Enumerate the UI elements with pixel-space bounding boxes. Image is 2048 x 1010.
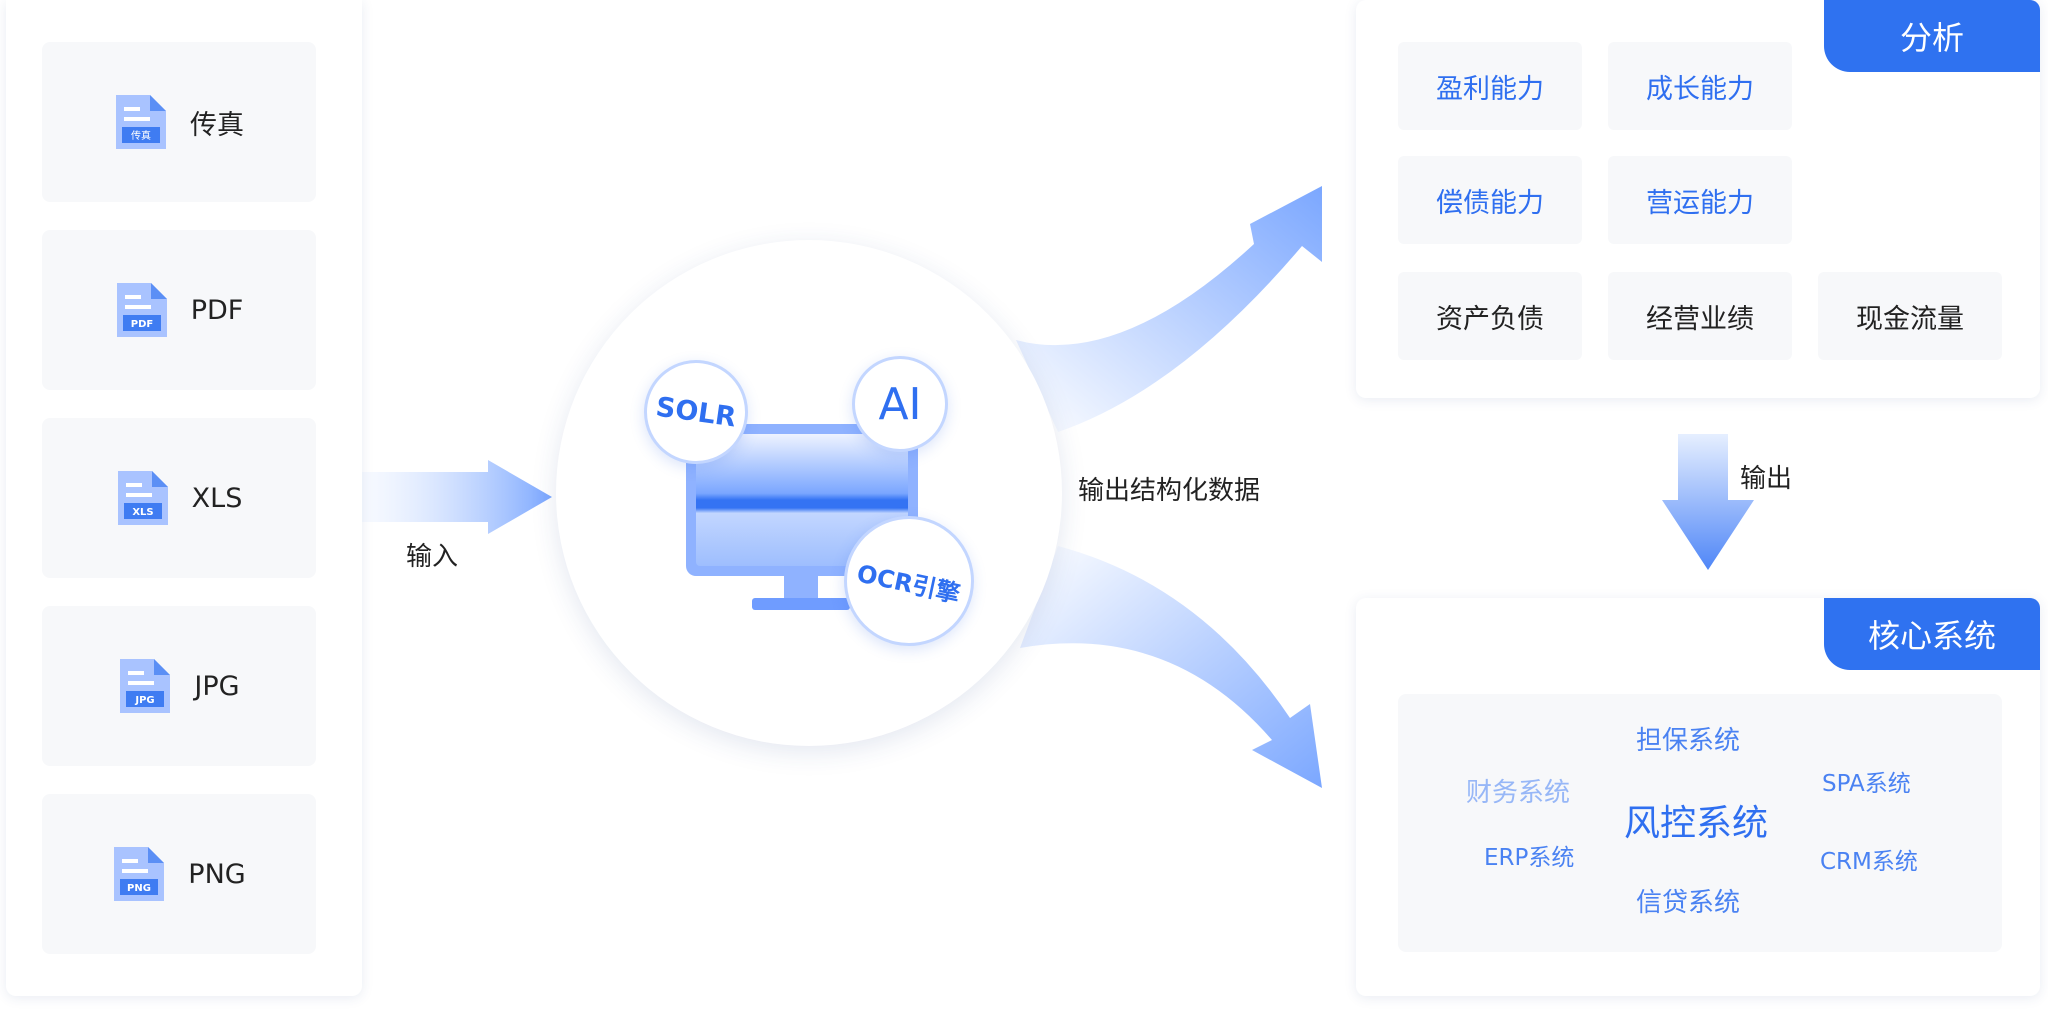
system-crm: CRM系统 [1820,849,1918,875]
system-risk-control: 风控系统 [1624,803,1769,844]
engine-circle [556,240,1062,746]
system-finance: 财务系统 [1466,778,1571,808]
file-item-xls: XLS XLS [42,418,316,578]
lower-output-arrow [1020,546,1322,788]
metric-assets-liabilities: 资产负债 [1398,272,1582,360]
svg-text:PNG: PNG [127,883,151,894]
output-structured-data-label: 输出结构化数据 [1078,476,1261,506]
xls-file-icon: XLS [117,471,168,525]
file-label-jpg: JPG [194,670,240,702]
system-credit: 信贷系统 [1636,888,1741,918]
svg-text:JPG: JPG [135,695,155,706]
file-item-png: PNG PNG [42,794,316,954]
file-label-pdf: PDF [190,294,244,326]
file-label-xls: XLS [191,482,243,514]
system-spa: SPA系统 [1822,771,1911,797]
png-file-icon: PNG [114,847,165,901]
output-down-arrow [1662,434,1754,570]
fax-file-icon: 传真 [116,95,166,149]
file-label-png: PNG [188,858,246,890]
core-systems-title: 核心系统 [1824,598,2040,670]
input-arrow [362,460,552,534]
pdf-file-icon: PDF [116,283,167,337]
input-label: 输入 [406,542,459,572]
metric-operations: 营运能力 [1608,156,1792,244]
file-item-fax: 传真 传真 [42,42,316,202]
file-item-pdf: PDF PDF [42,230,316,390]
core-systems-cloud [1398,694,2002,952]
analysis-title: 分析 [1824,0,2040,72]
metric-growth: 成长能力 [1608,42,1792,130]
svg-text:传真: 传真 [131,129,151,142]
upper-output-arrow [1016,186,1322,432]
svg-text:PDF: PDF [130,319,152,330]
system-guarantee: 担保系统 [1636,726,1741,756]
svg-text:XLS: XLS [132,507,153,518]
file-label-fax: 传真 [190,109,244,141]
system-erp: ERP系统 [1484,845,1575,871]
metric-business-performance: 经营业绩 [1608,272,1792,360]
ai-badge: AI [852,356,948,452]
jpg-file-icon: JPG [120,659,171,713]
file-item-jpg: JPG JPG [42,606,316,766]
metric-cash-flow: 现金流量 [1818,272,2002,360]
metric-profitability: 盈利能力 [1398,42,1582,130]
output-label: 输出 [1740,464,1793,494]
metric-solvency: 偿债能力 [1398,156,1582,244]
